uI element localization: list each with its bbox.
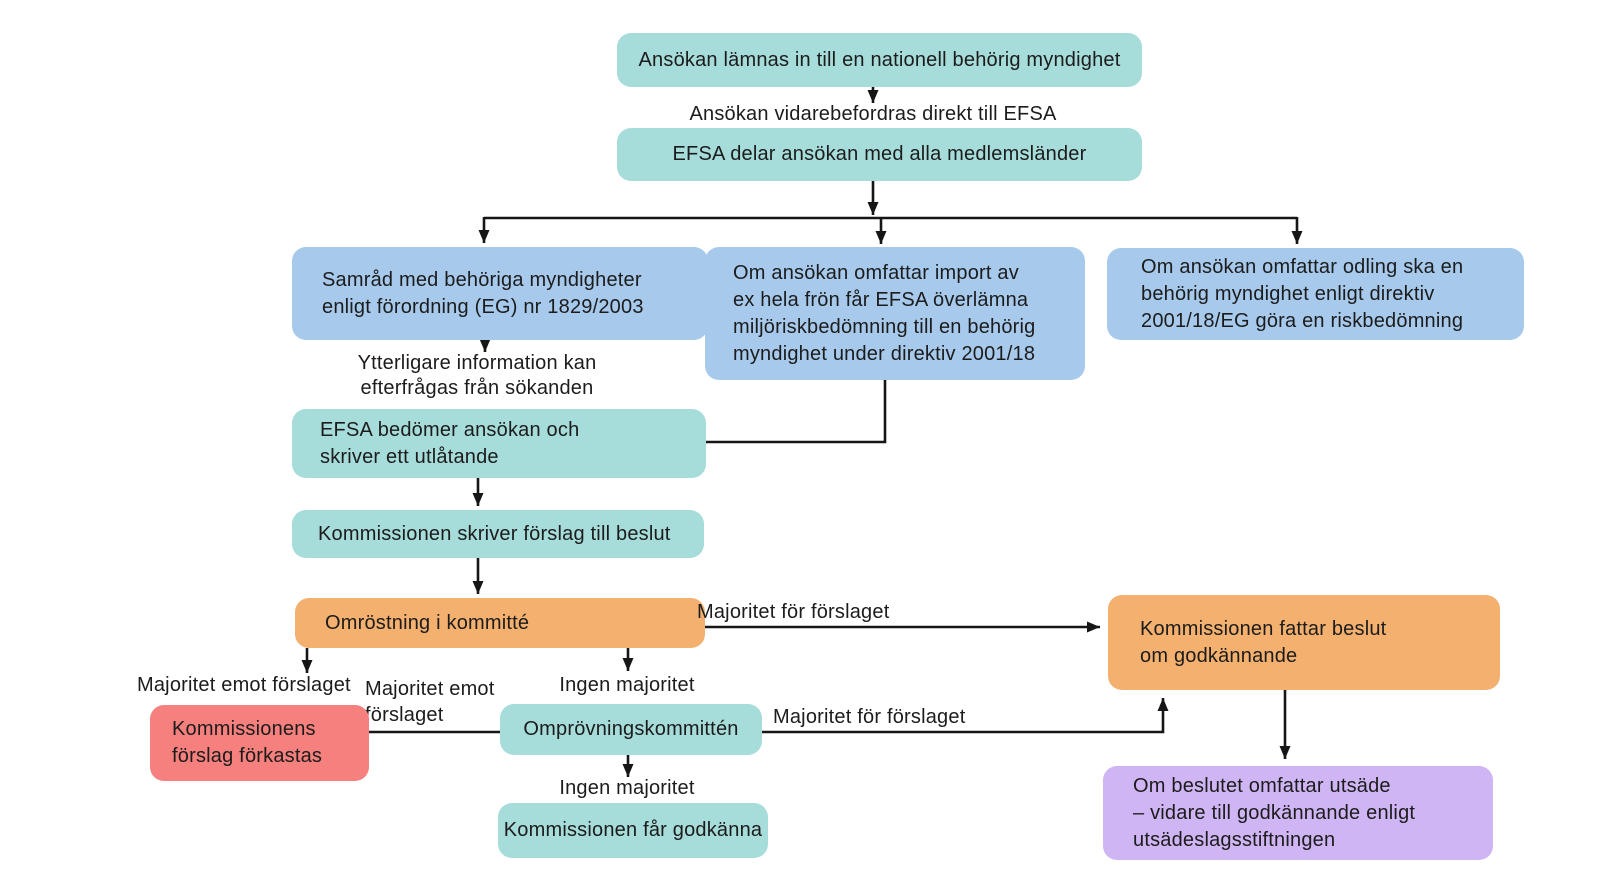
- edge-label-no-majority-1: Ingen majoritet: [559, 674, 695, 696]
- node-cultivation-risk-assessment-label: Om ansökan omfattar odling ska en behöri…: [1141, 255, 1464, 332]
- node-efsa-assesses: EFSA bedömer ansökan och skriver ett utl…: [292, 409, 706, 478]
- node-commission-decides-approval: Kommissionen fattar beslut om godkännand…: [1108, 595, 1500, 690]
- node-commission-drafts-decision-label: Kommissionen skriver förslag till beslut: [318, 522, 671, 545]
- node-review-committee-label: Omprövningskommittén: [523, 718, 739, 740]
- edge-label-majority-against-1: Majoritet emot förslaget: [137, 674, 351, 696]
- edge-label-forwarded-to-efsa: Ansökan vidarebefordras direkt till EFSA: [689, 103, 1057, 125]
- node-efsa-assesses-label: EFSA bedömer ansökan och skriver ett utl…: [320, 418, 580, 468]
- edge-label-majority-for-2: Majoritet för förslaget: [773, 706, 966, 728]
- node-proposal-rejected-label: Kommissionens förslag förkastas: [172, 718, 323, 767]
- edge-label-no-majority-2: Ingen majoritet: [559, 777, 695, 799]
- node-import-assessment-label: Om ansökan omfattar import av ex hela fr…: [733, 261, 1036, 365]
- node-seed-legislation-label: Om beslutet omfattar utsäde – vidare til…: [1133, 774, 1416, 851]
- edge-label-majority-for-1: Majoritet för förslaget: [697, 601, 890, 623]
- node-committee-vote: Omröstning i kommitté: [295, 598, 705, 648]
- node-commission-may-approve-label: Kommissionen får godkänna: [503, 819, 763, 841]
- node-proposal-rejected: Kommissionens förslag förkastas: [150, 705, 369, 781]
- node-commission-may-approve: Kommissionen får godkänna: [498, 803, 768, 858]
- node-commission-decides-approval-label: Kommissionen fattar beslut om godkännand…: [1140, 617, 1387, 667]
- node-consultation: Samråd med behöriga myndigheter enligt f…: [292, 247, 708, 340]
- node-application-submitted-label: Ansökan lämnas in till en nationell behö…: [638, 48, 1121, 71]
- node-efsa-shares-application-label: EFSA delar ansökan med alla medlemslände…: [672, 143, 1087, 165]
- edge-label-majority-against-2: Majoritet emot förslaget: [365, 678, 495, 726]
- node-review-committee: Omprövningskommittén: [500, 704, 762, 755]
- node-committee-vote-label: Omröstning i kommitté: [325, 611, 530, 634]
- node-cultivation-risk-assessment: Om ansökan omfattar odling ska en behöri…: [1107, 248, 1524, 340]
- node-import-assessment: Om ansökan omfattar import av ex hela fr…: [705, 247, 1085, 380]
- node-application-submitted: Ansökan lämnas in till en nationell behö…: [617, 33, 1142, 87]
- node-commission-drafts-decision: Kommissionen skriver förslag till beslut: [292, 510, 704, 558]
- node-efsa-shares-application: EFSA delar ansökan med alla medlemslände…: [617, 128, 1142, 181]
- node-consultation-label: Samråd med behöriga myndigheter enligt f…: [322, 268, 644, 318]
- node-seed-legislation: Om beslutet omfattar utsäde – vidare til…: [1103, 766, 1493, 860]
- arrow-review-to-decide: [762, 698, 1169, 734]
- edge-label-more-information: Ytterligare information kan efterfrågas …: [357, 352, 597, 399]
- arrow-import-to-assess: [681, 380, 887, 448]
